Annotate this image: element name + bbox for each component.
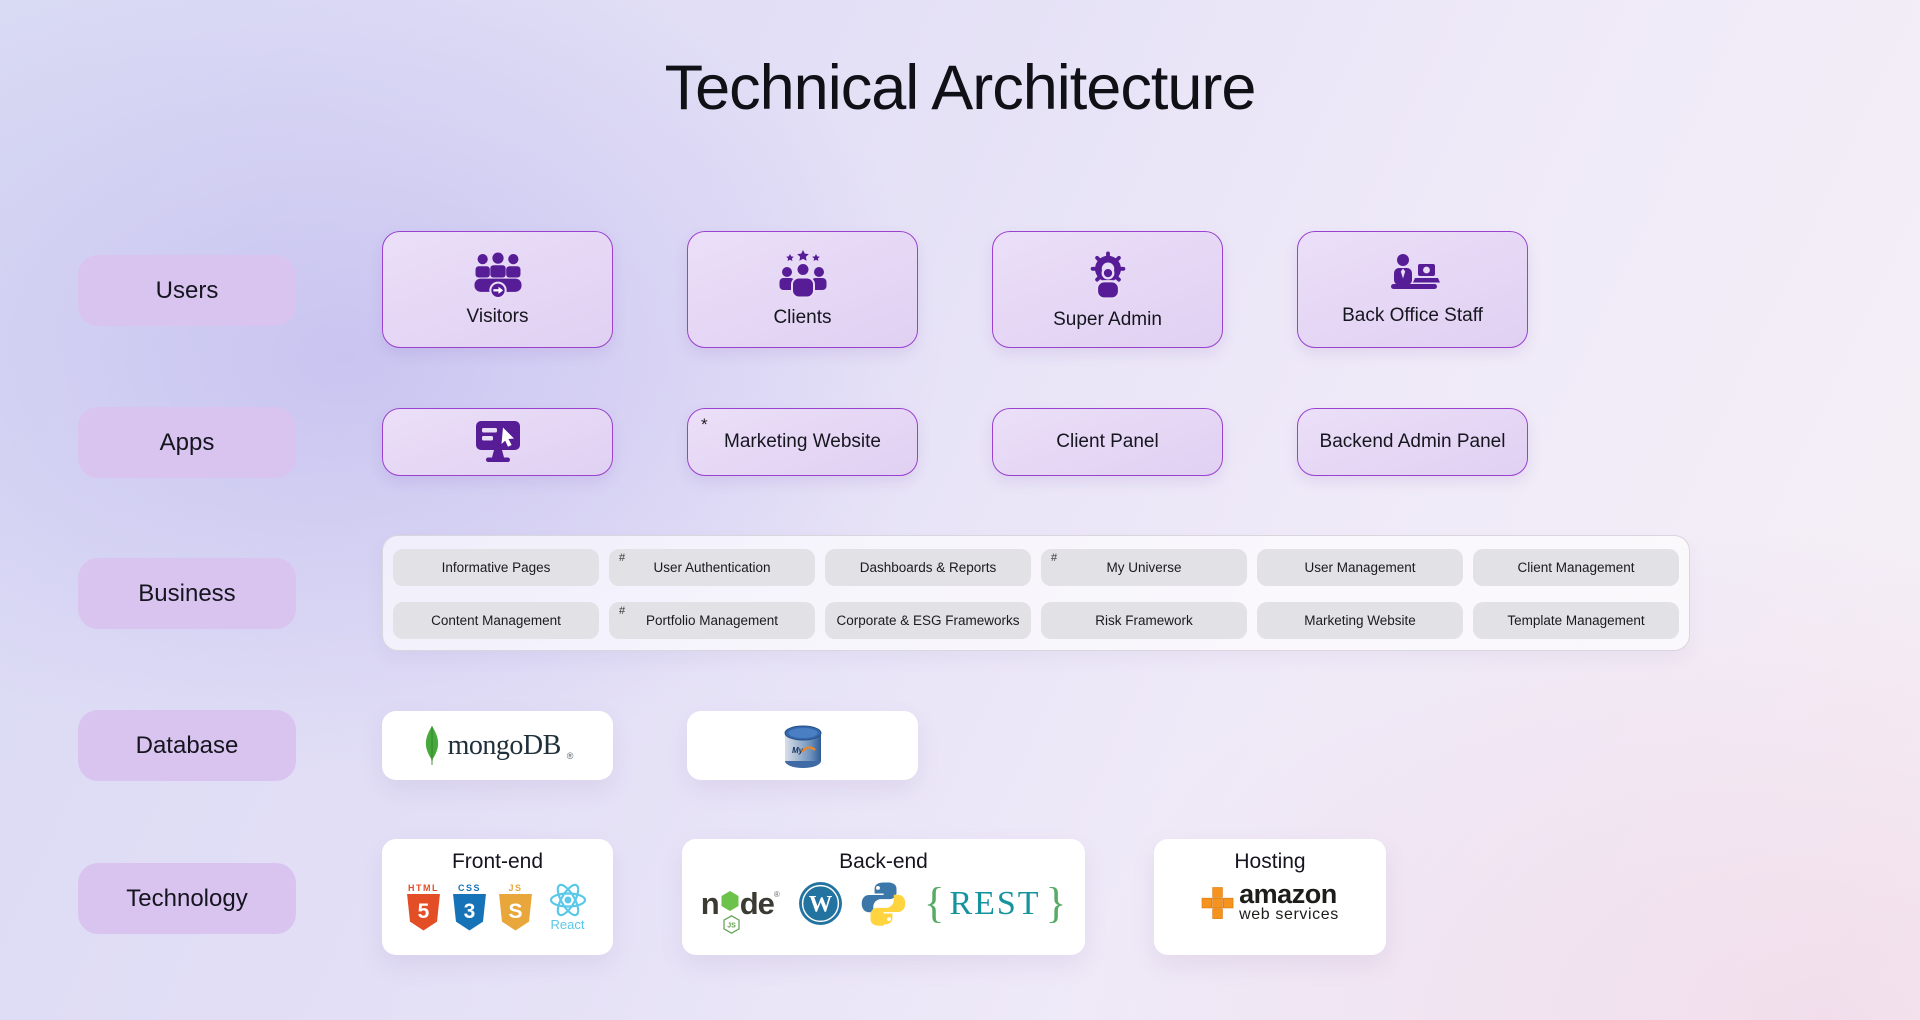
visitors-icon <box>474 252 521 299</box>
python-icon <box>861 882 906 926</box>
card-label: Marketing Website <box>724 431 881 452</box>
back-office-staff-icon <box>1390 254 1440 289</box>
pill-label: Portfolio Management <box>645 613 779 628</box>
svg-text:JS: JS <box>727 923 736 930</box>
card-label: Clients <box>773 307 832 328</box>
database-row: mongoDB ® My <box>382 711 918 780</box>
mongodb-leaf-icon <box>425 725 438 765</box>
card-label: Client Panel <box>1056 431 1159 452</box>
pill-label: Risk Framework <box>1095 613 1193 628</box>
react-label: React <box>550 917 585 932</box>
svg-text:My: My <box>792 746 804 755</box>
wordpress-icon: W <box>798 882 842 925</box>
pill-label: Informative Pages <box>441 560 551 575</box>
card-label: Super Admin <box>1053 308 1162 330</box>
pill-label: User Authentication <box>653 560 771 575</box>
row-label-business: Business <box>78 558 296 629</box>
pill-label: User Management <box>1304 560 1416 575</box>
backend-card: Back-end n de ® JS W <box>682 839 1085 955</box>
clients-card: Clients <box>687 231 918 348</box>
nodejs-icon: n de ® JS <box>701 888 780 934</box>
asterisk-marker: * <box>701 415 708 434</box>
hosting-card: Hosting amazon web services <box>1154 839 1386 955</box>
pill-label: My Universe <box>1106 560 1182 575</box>
hash-marker: # <box>1051 552 1058 564</box>
row-label-technology: Technology <box>78 863 296 934</box>
mysql-card: My <box>687 711 918 780</box>
row-label-apps: Apps <box>78 407 296 478</box>
business-pill: Dashboards & Reports <box>825 549 1031 586</box>
hash-marker: # <box>619 552 626 564</box>
mysql-cylinder-icon: My <box>784 725 821 768</box>
super-admin-icon <box>1090 250 1125 300</box>
react-icon: React <box>545 881 591 932</box>
pill-label: Dashboards & Reports <box>859 560 997 575</box>
row-label-database: Database <box>78 710 296 781</box>
frontend-card: Front-end HTML 5 CSS 3 JS S <box>382 839 613 955</box>
nodejs-badge: JS <box>723 915 740 934</box>
pill-label: Corporate & ESG Frameworks <box>836 613 1020 628</box>
visitors-card: Visitors <box>382 231 613 348</box>
business-pill: # Portfolio Management <box>609 602 815 639</box>
business-pill: User Management <box>1257 549 1463 586</box>
row-label-users: Users <box>78 255 296 326</box>
page-title: Technical Architecture <box>664 53 1257 123</box>
technology-row: Front-end HTML 5 CSS 3 JS S <box>382 839 1386 955</box>
aws-subtext: web services <box>1239 905 1339 923</box>
business-pill: Content Management <box>393 602 599 639</box>
business-pill: Marketing Website <box>1257 602 1463 639</box>
business-pill: Client Management <box>1473 549 1679 586</box>
website-app-card <box>382 408 613 476</box>
super-admin-card: Super Admin <box>992 231 1223 348</box>
mongodb-card: mongoDB ® <box>382 711 613 780</box>
client-panel-card: Client Panel <box>992 408 1223 476</box>
business-pill: # User Authentication <box>609 549 815 586</box>
users-row: Visitors Clients <box>382 231 1528 348</box>
js-icon: JS S <box>497 883 535 931</box>
clients-icon <box>779 250 826 299</box>
pill-label: Content Management <box>431 613 561 628</box>
business-pill: Informative Pages <box>393 549 599 586</box>
pill-label: Marketing Website <box>1304 613 1416 628</box>
card-label: Back Office Staff <box>1342 305 1483 326</box>
aws-wordmark: amazon <box>1239 879 1337 909</box>
pill-label: Template Management <box>1507 613 1645 628</box>
tech-card-title: Front-end <box>451 850 544 873</box>
business-pill: Template Management <box>1473 602 1679 639</box>
tech-card-title: Hosting <box>1234 850 1306 873</box>
mongodb-registered-mark: ® <box>566 750 574 761</box>
business-pill: # My Universe <box>1041 549 1247 586</box>
hash-marker: # <box>619 605 626 617</box>
apps-row: * Marketing Website Client Panel Backend… <box>382 408 1528 476</box>
back-office-staff-card: Back Office Staff <box>1297 231 1528 348</box>
aws-icon: amazon web services <box>1201 879 1339 924</box>
card-label: Visitors <box>466 305 529 327</box>
mongodb-wordmark: mongoDB <box>447 729 562 761</box>
marketing-website-card: * Marketing Website <box>687 408 918 476</box>
backend-admin-panel-card: Backend Admin Panel <box>1297 408 1528 476</box>
card-label: Backend Admin Panel <box>1319 431 1506 452</box>
website-monitor-icon <box>475 421 520 462</box>
business-panel: Informative Pages # User Authentication … <box>382 535 1690 651</box>
business-pill: Corporate & ESG Frameworks <box>825 602 1031 639</box>
pill-label: Client Management <box>1517 560 1635 575</box>
aws-cubes <box>1201 887 1234 920</box>
html5-icon: HTML 5 <box>405 883 443 931</box>
rest-api-icon: { REST } <box>923 880 1067 927</box>
css3-icon: CSS 3 <box>451 883 489 931</box>
business-pill: Risk Framework <box>1041 602 1247 639</box>
svg-text:W: W <box>809 892 833 918</box>
tech-card-title: Back-end <box>839 850 928 873</box>
